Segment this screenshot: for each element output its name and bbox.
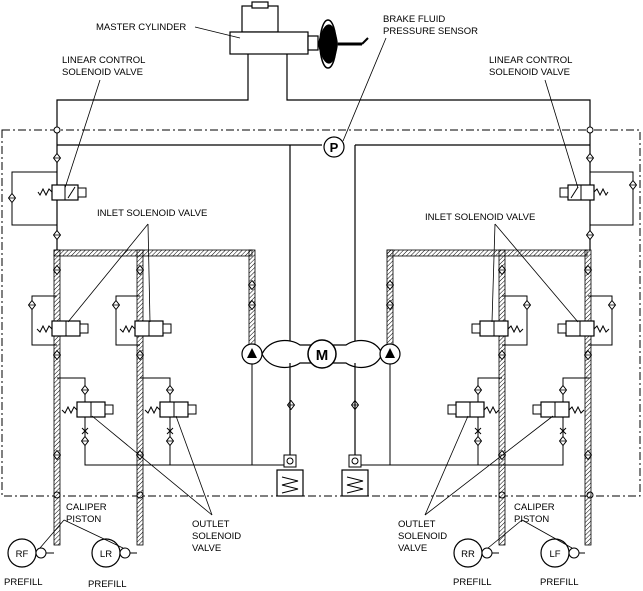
reservoir-left xyxy=(276,454,304,497)
wheel-rr: RR xyxy=(453,538,499,568)
outlet-valve-lr xyxy=(144,401,197,418)
outlet-valve-right-label-line2: SOLENOID xyxy=(398,531,447,542)
wheel-label: LR xyxy=(100,549,112,560)
hydraulic-unit-boundary xyxy=(1,129,641,497)
inlet-valve-rr xyxy=(471,320,524,337)
inlet-valve-lf xyxy=(557,320,610,337)
wheel-rf: RF xyxy=(7,538,54,568)
prefill-label-rr: PREFILL xyxy=(453,577,492,588)
wheel-label: RR xyxy=(461,549,475,560)
prefill-label-lf: PREFILL xyxy=(540,577,579,588)
pressure-symbol: P xyxy=(330,140,339,155)
prefill-label-lr: PREFILL xyxy=(88,579,127,590)
prefill-label-rf: PREFILL xyxy=(4,577,43,588)
pump-motor: M xyxy=(241,339,401,369)
wheel-lf: LF xyxy=(540,538,585,568)
wheel-label: LF xyxy=(549,549,560,560)
linear-valve-right-label-line1: LINEAR CONTROL xyxy=(489,55,572,66)
linear-valve-left-label-line1: LINEAR CONTROL xyxy=(62,55,145,66)
inlet-valve-lr xyxy=(119,320,172,337)
caliper-right-label-line2: PISTON xyxy=(514,514,549,525)
wheel-lr: LR xyxy=(91,538,137,568)
inlet-valve-left-label: INLET SOLENOID VALVE xyxy=(97,208,207,219)
outlet-valve-left-label-line3: VALVE xyxy=(192,543,221,554)
wheel-label: RF xyxy=(16,549,29,560)
reservoir-right xyxy=(341,454,369,497)
caliper-left-label-line2: PISTON xyxy=(66,514,101,525)
linear-control-valve-right xyxy=(559,184,609,201)
caliper-left-label-line1: CALIPER xyxy=(66,502,107,513)
sensor-label-line2: PRESSURE SENSOR xyxy=(383,26,478,37)
outlet-valve-rr xyxy=(447,401,500,418)
outlet-valve-left-label-line1: OUTLET xyxy=(192,519,230,530)
outlet-valve-right-label-line3: VALVE xyxy=(398,543,427,554)
master-cylinder-label: MASTER CYLINDER xyxy=(96,22,186,33)
outlet-valve-rf xyxy=(61,401,114,418)
motor-symbol: M xyxy=(316,347,329,364)
inlet-valve-rf xyxy=(36,320,89,337)
caliper-right-label-line1: CALIPER xyxy=(514,502,555,513)
outlet-valve-left-label-line2: SOLENOID xyxy=(192,531,241,542)
pressure-sensor: P xyxy=(323,136,345,158)
linear-valve-left-label-line2: SOLENOID VALVE xyxy=(62,67,143,78)
inlet-valve-right-label: INLET SOLENOID VALVE xyxy=(425,212,535,223)
outlet-valve-lf xyxy=(532,401,585,418)
linear-valve-right-label-line2: SOLENOID VALVE xyxy=(489,67,570,78)
sensor-label-line1: BRAKE FLUID xyxy=(383,14,445,25)
outlet-valve-right-label-line1: OUTLET xyxy=(398,519,436,530)
master-cylinder xyxy=(229,1,369,69)
linear-control-valve-left xyxy=(37,184,87,201)
